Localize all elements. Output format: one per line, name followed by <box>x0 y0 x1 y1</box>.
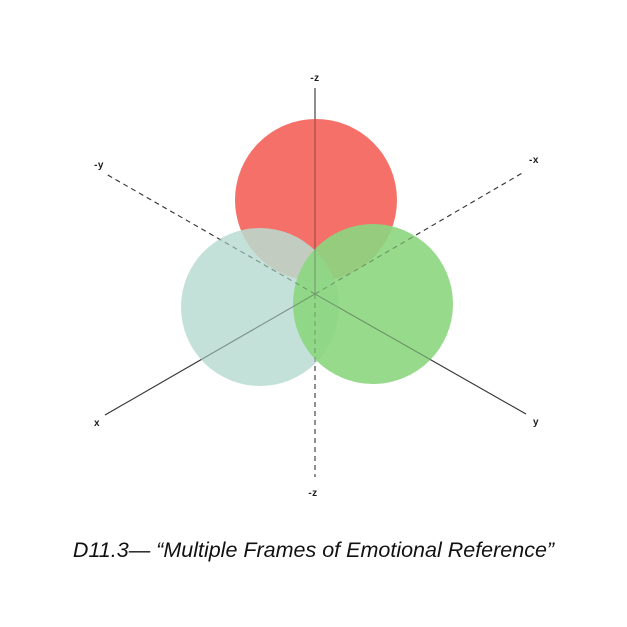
axis-x-line <box>104 293 316 416</box>
emotion-circles-layer <box>181 119 453 386</box>
axis-labels-layer: -z -y -x x y -z <box>94 73 539 499</box>
green-circle <box>293 224 453 384</box>
axis-neg-y-label: -y <box>94 160 104 171</box>
axis-neg-y-line <box>105 173 316 295</box>
axis-neg-z-top-label: -z <box>310 73 319 84</box>
teal-circle <box>181 228 339 386</box>
axis-neg-x-label: -x <box>529 155 539 166</box>
axis-x-label: x <box>94 418 100 429</box>
axis-y-line <box>314 293 527 415</box>
axis-neg-z-bottom-label: -z <box>308 488 317 499</box>
axis-neg-x-line <box>314 171 525 295</box>
axis-lines-overlay <box>104 88 527 477</box>
axis-y-label: y <box>533 417 539 428</box>
figure-caption: D11.3— “Multiple Frames of Emotional Ref… <box>72 538 555 562</box>
